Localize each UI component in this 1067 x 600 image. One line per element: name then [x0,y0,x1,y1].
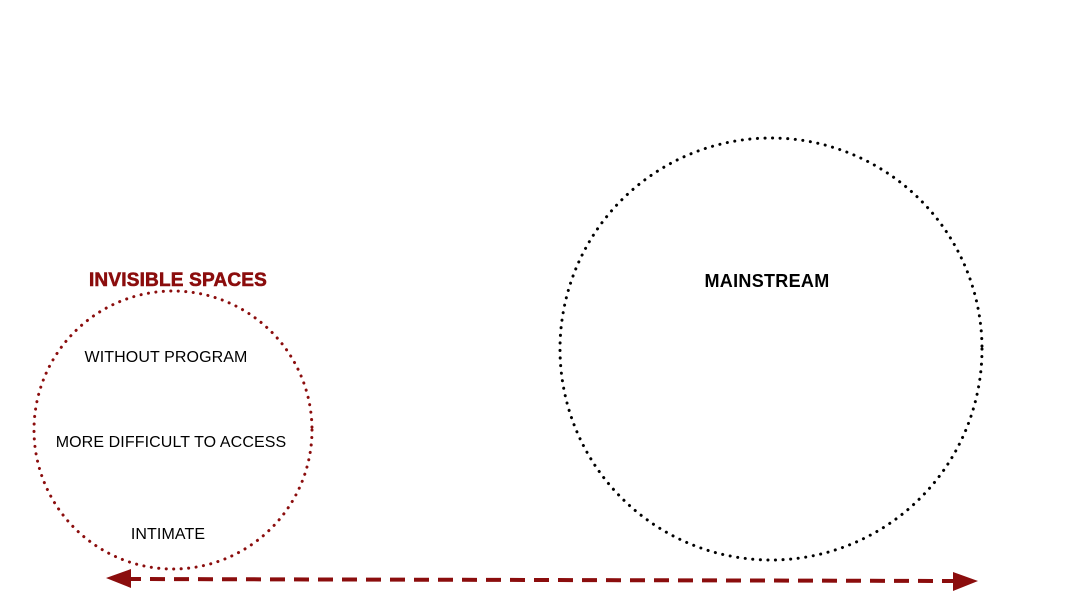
mainstream-title: MAINSTREAM [704,271,830,291]
arrow-head-left [106,569,131,588]
invisible-spaces-item: MORE DIFFICULT TO ACCESS [55,434,287,451]
invisible-spaces-title: INVISIBLE SPACES [88,270,268,292]
invisible-spaces-item: WITHOUT PROGRAM [84,349,248,366]
mainstream-circle [558,136,984,562]
invisible-spaces-item: INTIMATE [130,526,206,543]
arrow-shaft [125,577,959,583]
arrow-head-right [953,572,978,591]
invisible-spaces-circle [32,289,314,571]
double-headed-arrow [106,569,978,591]
